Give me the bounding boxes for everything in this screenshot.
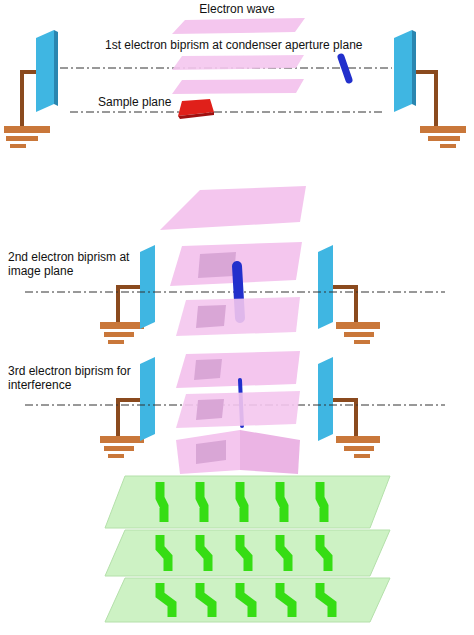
biprism-plate <box>394 30 412 112</box>
electron-wave-plane <box>176 297 300 336</box>
holder-base <box>10 144 26 148</box>
sample-image <box>194 359 222 380</box>
holder-base <box>420 126 466 133</box>
electron-wave-plane <box>172 79 304 94</box>
electron-wave-plane <box>176 430 240 474</box>
plane-label: 3rd electron biprism for interference <box>8 364 132 392</box>
biprism-filament <box>341 57 349 80</box>
holder-base <box>104 446 134 451</box>
holder-base <box>100 322 144 329</box>
detector-plane <box>105 530 390 576</box>
biprism-plate-side <box>412 30 416 106</box>
holder-base <box>4 126 50 133</box>
detector-plane <box>105 578 390 622</box>
electron-wave-plane <box>160 186 306 230</box>
holder-base <box>428 136 460 141</box>
holder-base <box>354 454 370 458</box>
biprism-plate <box>36 30 54 112</box>
electron-wave-plane <box>176 391 300 428</box>
sample-image <box>196 305 226 328</box>
sample-image <box>196 440 226 464</box>
electron-wave-plane <box>172 55 304 70</box>
interference-fringes <box>160 535 328 571</box>
detector-plane <box>105 476 390 528</box>
plane-label: 1st electron biprism at condenser apertu… <box>105 38 362 52</box>
holder-base <box>336 436 380 443</box>
plane-label: Electron wave <box>199 2 274 16</box>
interference-fringes <box>160 482 324 522</box>
biprism-plate <box>140 357 155 441</box>
plane-axis <box>70 112 382 113</box>
sample-side <box>178 112 214 119</box>
electron-wave-plane <box>176 351 300 388</box>
holder-base <box>336 322 380 329</box>
holder-base <box>100 436 144 443</box>
holder-base <box>344 446 374 451</box>
biprism-plate-side <box>54 30 58 106</box>
interference-fringes <box>160 583 332 617</box>
sample-image <box>198 252 236 278</box>
biprism-plate <box>318 245 333 329</box>
plane-label: Sample plane <box>98 95 171 109</box>
holder-base <box>108 454 124 458</box>
sample-image <box>196 399 224 420</box>
holder-base <box>6 136 38 141</box>
holder-base <box>344 332 374 337</box>
holder-base <box>354 340 370 344</box>
electron-wave-plane <box>240 430 300 474</box>
plane-label: 2nd electron biprism at image plane <box>8 250 132 278</box>
electron-wave-plane <box>172 18 305 34</box>
biprism-plate <box>140 245 155 329</box>
biprism-plate <box>318 357 333 441</box>
holder-base <box>108 340 124 344</box>
holder-base <box>104 332 134 337</box>
holder-base <box>440 144 456 148</box>
